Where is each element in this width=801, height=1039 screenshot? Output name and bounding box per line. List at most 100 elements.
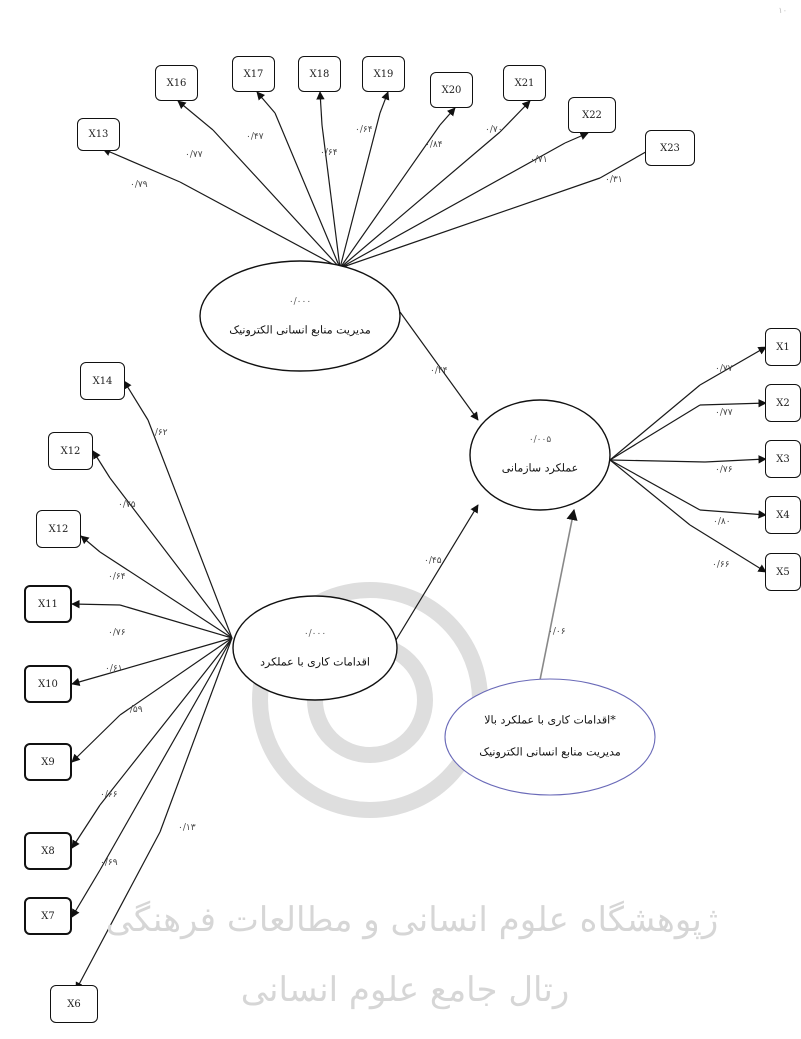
ehrm-loading-coef-9: ۰/۳۱ (605, 175, 623, 185)
watermark-text-2: رتال جامع علوم انسانی (240, 970, 570, 1010)
ellipse-ehrm (199, 260, 401, 372)
hpwp-loading-arrow-6 (71, 714, 121, 763)
indicator-box-x9-left-6: X9 (24, 743, 72, 781)
perf-loading-arrow-2 (699, 399, 767, 408)
ehrm-loading-coef-7: ۰/۷۰ (485, 125, 503, 135)
ehrm-loading-arrow-2 (177, 100, 214, 131)
indicator-box-x22-top-8: X22 (568, 97, 616, 133)
hpwp-loading-line-3 (99, 551, 233, 639)
perf-loading-coef-3: ۰/۷۶ (715, 465, 733, 475)
ehrm-loading-coef-4: ۰/۶۴ (320, 148, 338, 158)
perf-loading-coef-1: ۰/۷۷ (715, 364, 733, 374)
ehrm-loading-coef-6: ۰/۸۴ (425, 140, 443, 150)
indicator-box-x8-left-7: X8 (24, 832, 72, 870)
perf-loading-coef-2: ۰/۷۷ (715, 408, 733, 418)
ehrm-loading-line-6 (339, 124, 441, 269)
perf-loading-coef-4: ۰/۸۰ (713, 517, 731, 527)
connector-lines (71, 91, 767, 991)
corner-mark: ۱۰ (778, 6, 787, 15)
indicator-box-x18-top-4: X18 (298, 56, 341, 92)
ehrm-title: مدیریت منابع انسانی الکترونیک (229, 323, 371, 337)
indicator-box-x14-left-1: X14 (80, 362, 125, 400)
hpwp-loading-line-4 (119, 604, 233, 639)
indicator-box-x12-left-2: X12 (48, 432, 93, 470)
indicator-box-x5-right-5: X5 (765, 553, 801, 591)
ehrm-loading-arrow-5 (379, 91, 390, 114)
hpwp-loading-coef-3: ۰/۶۴ (108, 572, 126, 582)
perf-loading-arrow-3 (704, 455, 767, 464)
indicator-box-x3-right-3: X3 (765, 440, 801, 478)
ehrm-loading-line-9 (339, 177, 601, 269)
hpwp-loading-coef-2: ۰/۷۵ (118, 500, 136, 510)
hpwp-loading-arrow-4 (71, 599, 121, 609)
hpwp-loading-arrow-8 (71, 869, 101, 918)
hpwp-loading-arrow-1 (123, 380, 149, 421)
path-hpwp-to-perf (395, 504, 479, 641)
indicator-box-x19-top-5: X19 (362, 56, 405, 92)
ehrm-loading-arrow-3 (256, 91, 276, 114)
perf-loading-line-2 (609, 404, 701, 461)
interaction-line2: مدیریت منابع انسانی الکترونیک (479, 745, 621, 759)
indicator-box-x7-left-8: X7 (24, 897, 72, 935)
ellipse-perf (469, 399, 611, 511)
hpwp-loading-line-8 (99, 637, 233, 871)
perf-loading-coef-5: ۰/۶۶ (712, 560, 730, 570)
ehrm-loading-coef-3: ۰/۴۷ (246, 132, 264, 142)
hpwp-loading-line-5 (99, 637, 233, 677)
path-coef-ehrm-perf: ۰/۴۴ (430, 366, 448, 376)
ehrm-value: ۰/۰۰۰ (288, 297, 312, 307)
ellipse-interaction (444, 678, 656, 796)
hpwp-loading-arrow-3 (80, 535, 101, 553)
indicator-box-x1-right-1: X1 (765, 328, 801, 366)
hpwp-loading-coef-4: ۰/۷۶ (108, 628, 126, 638)
indicator-box-x12-left-3: X12 (36, 510, 81, 548)
hpwp-loading-arrow-5 (71, 675, 101, 686)
ehrm-loading-line-1 (179, 181, 341, 269)
interaction-line1: اقدامات کاری با عملکرد بالا* (484, 713, 616, 727)
hpwp-loading-coef-5: ۰/۶۱ (105, 664, 123, 674)
perf-value: ۰/۰۰۵ (528, 435, 552, 445)
perf-loading-line-5 (609, 459, 691, 526)
hpwp-loading-line-2 (109, 477, 233, 639)
ehrm-loading-arrow-4 (316, 91, 325, 126)
ehrm-loading-arrow-6 (439, 107, 456, 126)
hpwp-loading-line-9 (159, 637, 233, 833)
ellipse-hpwp (232, 595, 398, 701)
ehrm-loading-coef-1: ۰/۷۹ (130, 180, 148, 190)
ehrm-loading-line-7 (339, 131, 501, 269)
hpwp-value: ۰/۰۰۰ (303, 629, 327, 639)
hpwp-loading-line-6 (119, 637, 233, 716)
indicator-box-x17-top-3: X17 (232, 56, 275, 92)
indicator-box-x20-top-6: X20 (430, 72, 473, 108)
ehrm-loading-line-8 (339, 142, 566, 269)
path-coef-interaction-perf: ۰/۰۶ (548, 627, 566, 637)
ehrm-loading-line-3 (274, 112, 341, 269)
perf-loading-arrow-1 (699, 346, 767, 386)
perf-loading-line-3 (609, 459, 706, 463)
indicator-box-x2-right-2: X2 (765, 384, 801, 422)
path-interaction-to-perf (539, 508, 578, 681)
perf-title: عملکرد سازمانی (501, 461, 579, 475)
hpwp-title: اقدامات کاری با عملکرد (260, 655, 370, 669)
indicator-box-x10-left-5: X10 (24, 665, 72, 703)
ehrm-loading-coef-5: ۰/۶۴ (355, 125, 373, 135)
hpwp-loading-coef-8: ۰/۶۹ (100, 858, 118, 868)
latent-ellipses (199, 260, 656, 796)
ehrm-loading-coef-8: ۰/۷۱ (530, 155, 548, 165)
perf-loading-line-4 (609, 459, 701, 511)
ehrm-loading-arrow-7 (499, 100, 531, 133)
path-coef-hpwp-perf: ۰/۴۵ (424, 556, 442, 566)
hpwp-loading-coef-1: ۰/۶۲ (150, 428, 168, 438)
perf-loading-arrow-5 (689, 524, 767, 573)
hpwp-loading-coef-9: ۰/۱۳ (178, 823, 196, 833)
perf-loading-arrow-4 (699, 509, 767, 519)
ehrm-loading-line-5 (339, 112, 381, 269)
hpwp-loading-coef-7: ۰/۶۶ (100, 790, 118, 800)
indicator-box-x16-top-2: X16 (155, 65, 198, 101)
indicator-box-x6-left-9: X6 (50, 985, 98, 1023)
watermark-text-1: ژپوهشگاه علوم انسانی و مطالعات فرهنگی (105, 900, 719, 940)
ehrm-loading-arrow-1 (102, 148, 181, 183)
ehrm-loading-coef-2: ۰/۷۷ (185, 150, 203, 160)
indicator-box-x4-right-4: X4 (765, 496, 801, 534)
